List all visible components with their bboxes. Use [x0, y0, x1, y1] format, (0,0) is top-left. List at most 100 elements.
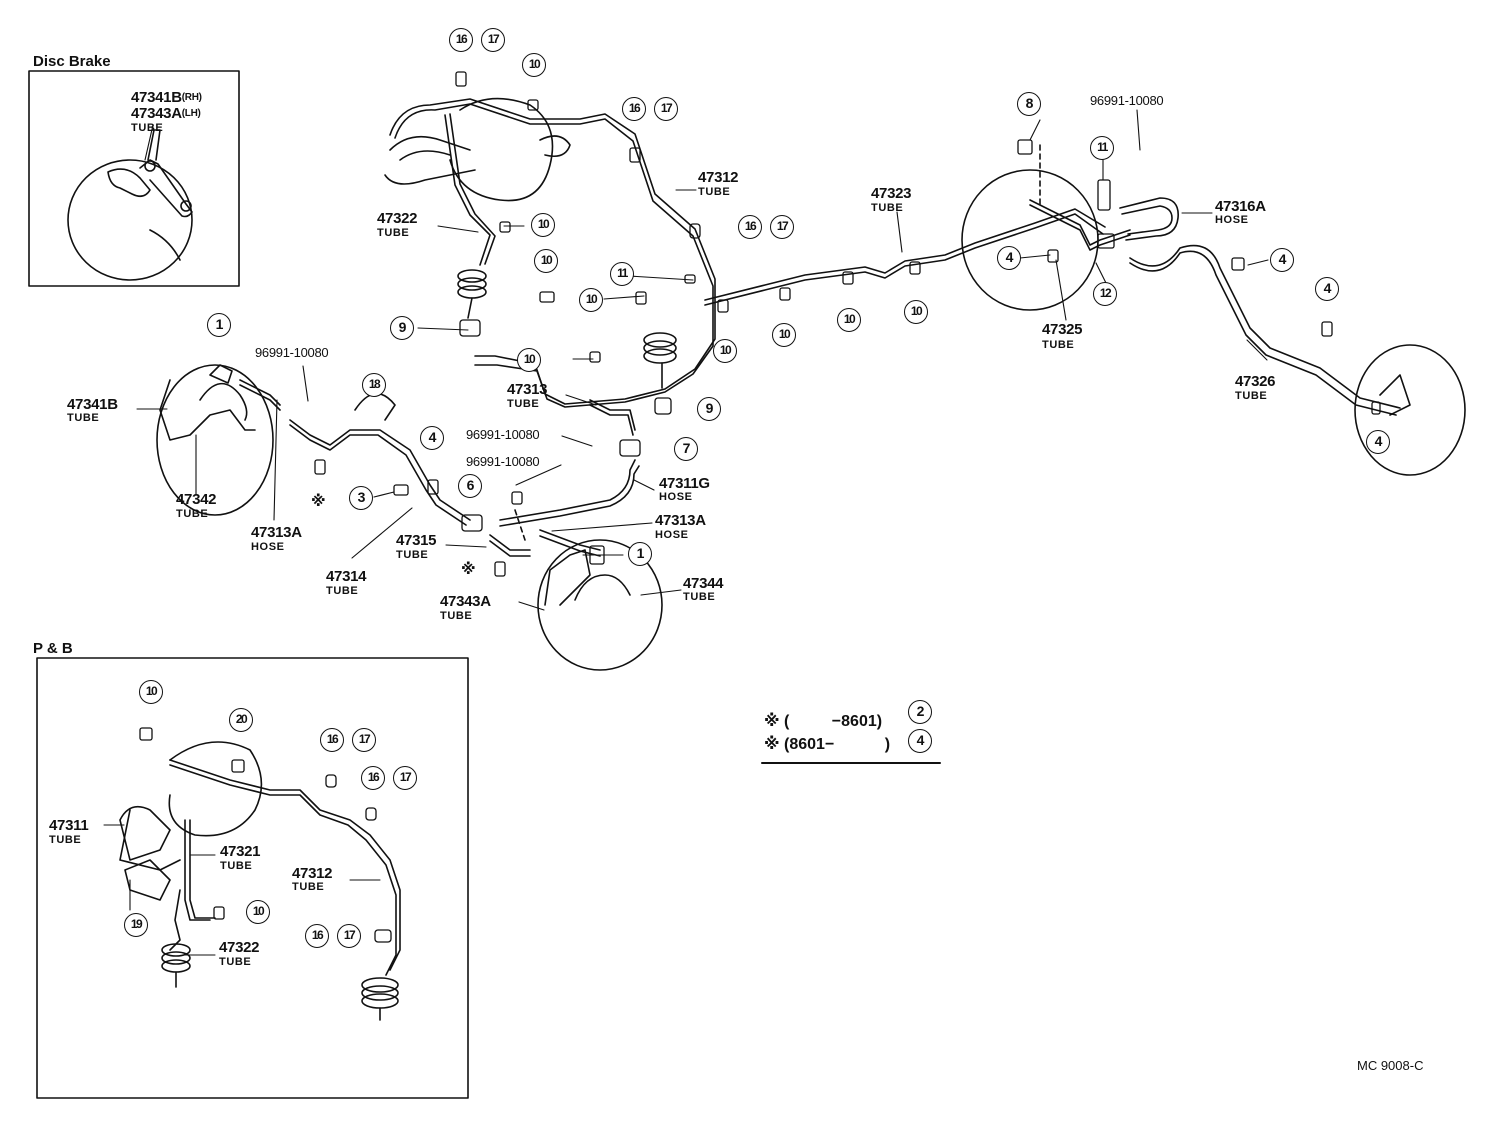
part-47314-type: TUBE: [326, 585, 359, 597]
coil-47312: [643, 332, 677, 389]
tube-47343A: [544, 549, 591, 606]
ref-9-right: 9: [697, 397, 721, 421]
legend-code-1: −8601): [831, 713, 883, 730]
pb-part-47312: 47312: [292, 865, 333, 882]
pb-ref-16-a: 16: [320, 728, 344, 752]
ref-11-right: 11: [1090, 136, 1114, 160]
ref-10-b: 10: [534, 249, 558, 273]
clip-96991-mid-b: 96991-10080: [466, 454, 540, 469]
part-47323: 47323: [871, 185, 912, 202]
part-47311G: 47311G: [659, 475, 710, 492]
part-47341B-rh: 47341B(RH): [131, 90, 202, 105]
tube-47326: [1129, 244, 1401, 409]
ref-4-rear-a: 4: [997, 246, 1021, 270]
ref-4-rear-d: 4: [1366, 430, 1390, 454]
hose-47316A: [1119, 197, 1179, 241]
disc-brake-caliper: [67, 129, 193, 281]
tube-47313: [589, 399, 636, 431]
ref-17-top: 17: [481, 28, 505, 52]
part-47342: 47342: [176, 491, 217, 508]
pb-coil-47322: [161, 943, 191, 988]
pb-booster: [119, 741, 263, 901]
ref-4-rear-b: 4: [1270, 248, 1294, 272]
pb-ref-17-c: 17: [337, 924, 361, 948]
legend-code-2: (8601−: [784, 736, 835, 753]
pb-part-47322: 47322: [219, 939, 260, 956]
ref-16-right: 16: [738, 215, 762, 239]
part-47342-type: TUBE: [176, 508, 209, 520]
part-47313: 47313: [507, 381, 548, 398]
pb-part-47312-type: TUBE: [292, 881, 325, 893]
ref-10-e: 10: [713, 339, 737, 363]
ref-18: 18: [362, 373, 386, 397]
part-47344: 47344: [683, 575, 724, 592]
part-47325-type: TUBE: [1042, 339, 1075, 351]
ref-10-g: 10: [837, 308, 861, 332]
part-47311G-type: HOSE: [659, 491, 693, 503]
pb-tube-47322: [169, 889, 181, 951]
pb-ref-20: 20: [229, 708, 253, 732]
coil-47322: [457, 269, 487, 319]
disc-brake-title: Disc Brake: [33, 53, 111, 70]
note-mark-center: ※: [461, 561, 476, 578]
pb-tube-47321: [184, 819, 211, 921]
pb-part-47322-type: TUBE: [219, 956, 252, 968]
hose-47313A-left: [539, 529, 601, 551]
front-left-disc: [537, 539, 663, 671]
part-47343A-lh-number: 47343A: [131, 105, 182, 122]
part-47326-type: TUBE: [1235, 390, 1268, 402]
rear-left-drum: [1354, 344, 1466, 476]
legend-row-1: ※ ( −8601): [764, 714, 882, 730]
part-47313A-right-type: HOSE: [251, 541, 285, 553]
ref-10-f: 10: [772, 323, 796, 347]
part-47313-type: TUBE: [507, 398, 540, 410]
pb-ref-16-b: 16: [361, 766, 385, 790]
clip-96991-left: 96991-10080: [255, 345, 329, 360]
legend-open-1: (: [784, 713, 790, 730]
part-47322-type: TUBE: [377, 227, 410, 239]
ref-11-top: 11: [610, 262, 634, 286]
tube-47315: [489, 534, 531, 551]
disc-brake-inset-frame: [28, 70, 240, 287]
ref-3: 3: [349, 486, 373, 510]
part-47322: 47322: [377, 210, 418, 227]
clips: [139, 71, 1381, 943]
tube-47312: [389, 98, 716, 405]
pb-tube-47311: [119, 809, 181, 871]
tube-47314: [289, 419, 471, 521]
part-47314: 47314: [326, 568, 367, 585]
ref-10-top: 10: [522, 53, 546, 77]
part-47313A-left-type: HOSE: [655, 529, 689, 541]
tube-47322: [444, 114, 491, 266]
part-47341B-type: TUBE: [67, 412, 100, 424]
part-47343A-lh: 47343A(LH): [131, 106, 201, 121]
pb-ref-10-top: 10: [139, 680, 163, 704]
pb-inset-frame: [36, 657, 469, 1099]
part-47315: 47315: [396, 532, 437, 549]
part-47315-type: TUBE: [396, 549, 429, 561]
tube-47323: [704, 208, 1106, 301]
legend-ref-4: 4: [908, 729, 932, 753]
note-mark-left: ※: [311, 493, 326, 510]
brake-booster: [384, 97, 571, 202]
ref-4-front: 4: [420, 426, 444, 450]
pb-tube-47312: [169, 759, 401, 971]
part-47313A-right: 47313A: [251, 524, 302, 541]
legend-close-2: ): [884, 736, 891, 753]
legend-mark-2: ※: [764, 736, 780, 753]
pb-coil-47312: [361, 977, 399, 1021]
diagram-code: MC 9008-C: [1357, 1058, 1424, 1073]
hose-47311G: [499, 459, 636, 521]
pb-ref-17-a: 17: [352, 728, 376, 752]
ref-16-top: 16: [449, 28, 473, 52]
pb-title: P & B: [33, 640, 73, 657]
pb-ref-17-b: 17: [393, 766, 417, 790]
legend-row-2: ※ (8601− ): [764, 737, 890, 753]
pb-part-47321: 47321: [220, 843, 261, 860]
disc-brake-type: TUBE: [131, 122, 164, 134]
part-47341B: 47341B: [67, 396, 118, 413]
ref-17-mid: 17: [654, 97, 678, 121]
front-right-disc: [156, 364, 274, 516]
part-47344-type: TUBE: [683, 591, 716, 603]
